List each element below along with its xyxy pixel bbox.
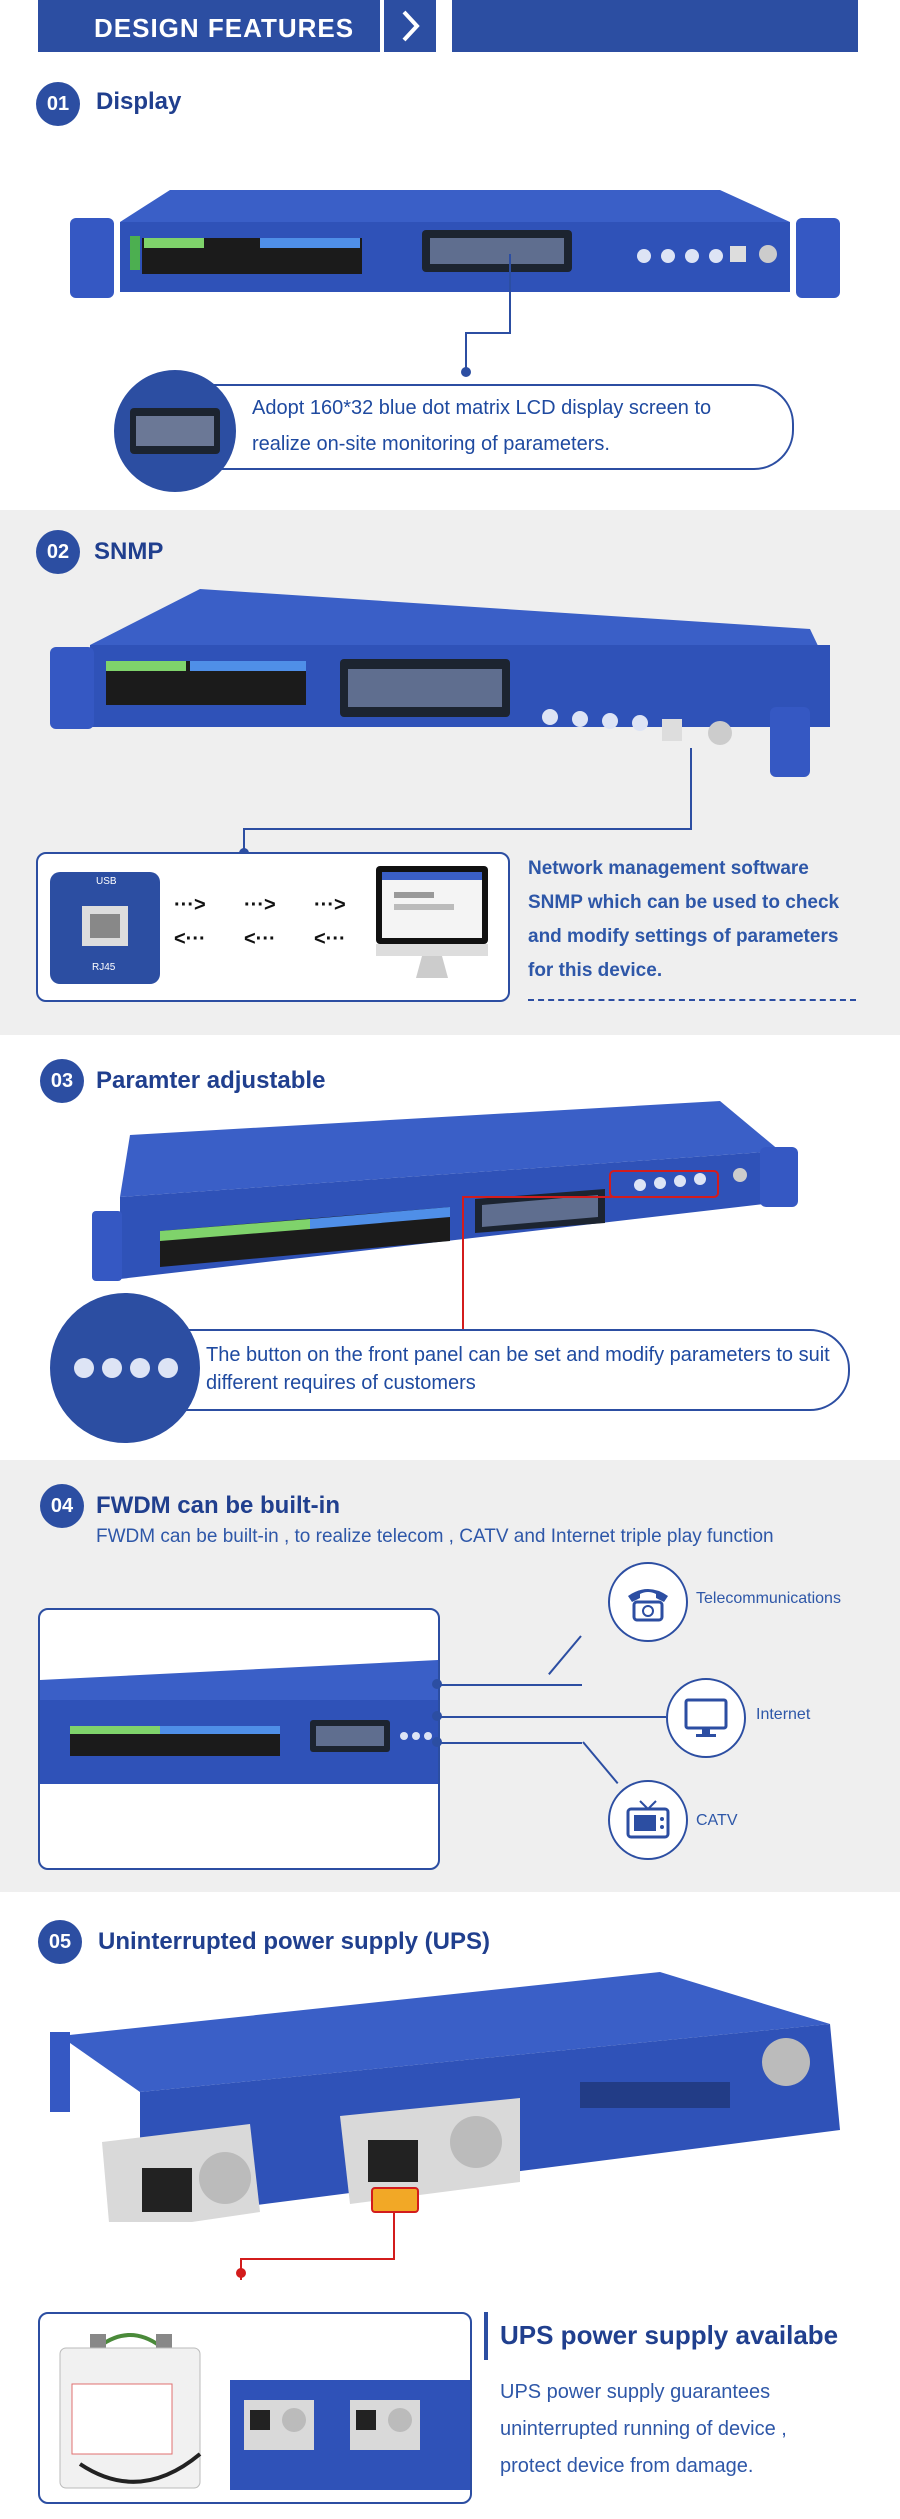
section-param: 03 Paramter adjustable The button on the… [0, 1035, 900, 1460]
dashed-divider [528, 999, 856, 1001]
snmp-callout-line: for this device. [528, 960, 663, 981]
connector-line [243, 828, 692, 830]
ups-heading: UPS power supply availabe [500, 2320, 839, 2350]
header-right-bar [452, 0, 858, 52]
ups-line: protect device from damage. [500, 2455, 754, 2477]
ups-line: uninterrupted running of device , [500, 2418, 787, 2440]
connector-line [548, 1635, 582, 1675]
connector-line [465, 332, 511, 334]
red-connector-line [393, 2212, 395, 2260]
arrow-left: <··· [244, 928, 276, 950]
connector-line [465, 332, 467, 370]
section-title: Display [96, 88, 182, 115]
section-title: FWDM can be built-in [96, 1492, 340, 1519]
section-ups: 05 Uninterrupted power supply (UPS) [0, 1892, 900, 2519]
section-fwdm: 04 FWDM can be built-in FWDM can be buil… [0, 1460, 900, 1892]
device-rear-view [50, 1972, 840, 2222]
snmp-callout-line: and modify settings of parameters [528, 926, 839, 947]
section-number-badge: 03 [40, 1059, 84, 1103]
callout-pill [140, 1329, 850, 1411]
port-label: USB [96, 876, 117, 887]
ups-line: UPS power supply guarantees [500, 2381, 771, 2403]
connector-dot [432, 1711, 442, 1721]
ethernet-port-icon [82, 906, 128, 946]
device-front-view [70, 190, 840, 298]
red-connector-line [462, 1196, 612, 1198]
connector-line [582, 1741, 619, 1785]
param-callout-text: The button on the front panel can be set… [206, 1344, 830, 1394]
monitor-icon [666, 1678, 746, 1758]
connector-dot [432, 1737, 442, 1747]
service-label: CATV [696, 1812, 738, 1829]
page-title: DESIGN FEATURES [94, 13, 355, 43]
connector-line [436, 1742, 582, 1744]
arrow-left: <··· [174, 928, 206, 950]
section-title: Paramter adjustable [96, 1067, 326, 1094]
chevron-right-icon [384, 0, 436, 52]
connector-line [690, 748, 692, 830]
port-panel: USB RJ45 [50, 872, 160, 984]
arrow-right: ···> [174, 894, 206, 916]
fwdm-device-box [38, 1608, 440, 1870]
service-label: Telecommunications [696, 1590, 841, 1607]
snmp-illustration-box: USB RJ45 ···> <··· ···> <··· ···> <··· [36, 852, 510, 1002]
port-label: RJ45 [92, 962, 116, 973]
header-title-box [38, 0, 380, 52]
section-subtitle: FWDM can be built-in , to realize teleco… [96, 1526, 774, 1547]
arrow-left: <··· [314, 928, 346, 950]
section-number-badge: 01 [36, 82, 80, 126]
connector-line [436, 1716, 666, 1718]
battery-icon [59, 2333, 202, 2489]
snmp-callout-line: SNMP which can be used to check [528, 892, 840, 913]
telephone-icon [608, 1562, 688, 1642]
connector-line [243, 828, 245, 858]
button-zoom-icon [50, 1293, 200, 1443]
service-label: Internet [756, 1706, 811, 1723]
device-snmp-view [50, 589, 830, 777]
section-display: 01 Display Adopt 160*32 blue dot matrix … [0, 70, 900, 510]
section-number-badge: 05 [38, 1920, 82, 1964]
callout-pill [150, 384, 794, 470]
header-bar: DESIGN FEATURES [38, 0, 858, 52]
device-rear-closeup [230, 2380, 470, 2490]
connector-line [436, 1684, 582, 1686]
section-snmp: 02 SNMP USB RJ45 ···> <··· ···> <··· ···… [0, 510, 900, 1035]
snmp-callout-line: Network management software [528, 858, 809, 879]
monitor-icon [376, 866, 488, 978]
device-angled-view [92, 1101, 798, 1281]
section-title: SNMP [94, 538, 164, 565]
connector-dot [461, 367, 471, 377]
ups-heading-bar [484, 2312, 488, 2360]
red-connector-line [240, 2258, 395, 2260]
section-title: Uninterrupted power supply (UPS) [98, 1928, 491, 1955]
tv-icon [608, 1780, 688, 1860]
display-callout-text: Adopt 160*32 blue dot matrix LCD display… [252, 397, 712, 455]
arrow-right: ···> [314, 894, 346, 916]
lcd-zoom-icon [114, 370, 236, 492]
device-closeup [40, 1660, 438, 1784]
arrow-right: ···> [244, 894, 276, 916]
red-connector-line [462, 1196, 464, 1362]
connector-line [509, 254, 511, 334]
section-number-badge: 04 [40, 1484, 84, 1528]
connector-dot [432, 1679, 442, 1689]
section-number-badge: 02 [36, 530, 80, 574]
ups-illustration-box [38, 2312, 472, 2504]
connector-dot [236, 2268, 246, 2278]
